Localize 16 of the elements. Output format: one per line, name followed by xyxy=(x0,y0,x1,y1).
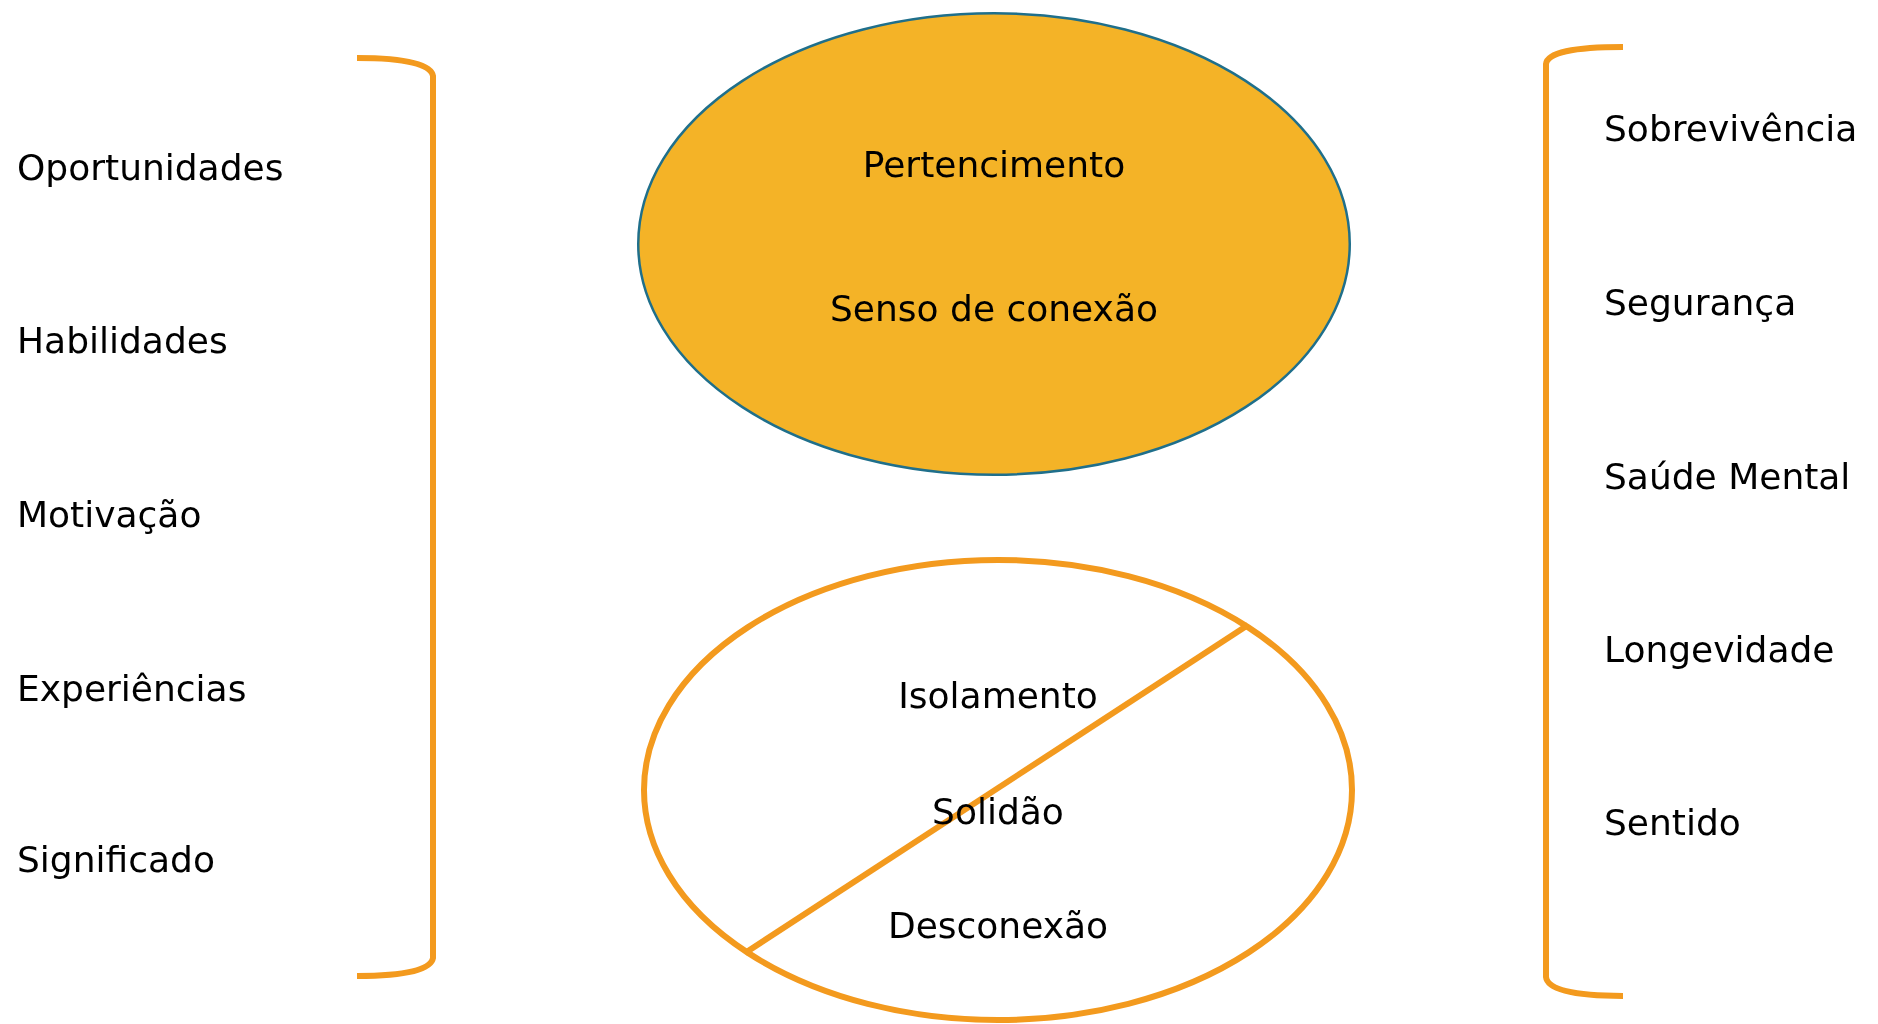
ellipse xyxy=(637,12,1351,476)
list-item-text: Sobrevivência xyxy=(1604,107,1858,151)
list-item-text: Longevidade xyxy=(1604,628,1835,672)
list-item-text: Sentido xyxy=(1604,801,1741,845)
ellipse-text: Senso de conexão xyxy=(830,288,1158,329)
list-item-text: Oportunidades xyxy=(17,146,284,190)
ellipse-text: Isolamento xyxy=(898,675,1098,716)
list-item-text: Habilidades xyxy=(17,319,228,363)
list-item-text: Experiências xyxy=(17,667,247,711)
ellipse xyxy=(641,557,1355,1023)
ellipse-text: Pertencimento xyxy=(862,144,1126,185)
list-item-text: Saúde Mental xyxy=(1604,455,1851,499)
list-item-text: Significado xyxy=(17,838,215,882)
list-item-text: Segurança xyxy=(1604,281,1797,325)
list-item-text: Motivação xyxy=(17,493,202,537)
ellipse-text: Desconexão xyxy=(887,905,1109,946)
